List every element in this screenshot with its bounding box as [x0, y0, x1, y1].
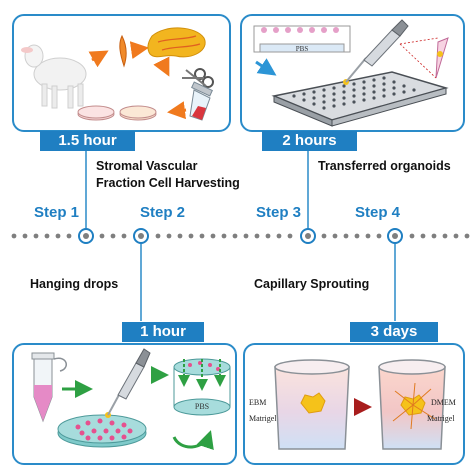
pbs-dish-label: PBS: [195, 402, 209, 411]
step-node-4: [387, 228, 403, 244]
step-4-label: Step 4: [355, 204, 401, 221]
lamb-icon: [21, 44, 87, 109]
step-2-label: Step 2: [140, 204, 186, 221]
step-3-label: Step 3: [256, 204, 302, 221]
time-tag-3-days: 3 days: [350, 322, 438, 342]
petri-dish-icon: PBS: [173, 358, 231, 416]
time-tag-2-hours: 2 hours: [262, 131, 357, 151]
hanging-drops-illustration: PBS: [31, 348, 231, 451]
step-node-3: [300, 228, 316, 244]
caption-transferred-organoids: Transferred organoids: [318, 159, 451, 173]
petri-dish-icon: [77, 105, 157, 121]
well-plate-icon: [271, 71, 449, 127]
pbs-well-label: PBS: [296, 45, 309, 53]
label-dmem: DMEM: [431, 398, 456, 407]
panel-transferred-organoids: PBS: [240, 14, 465, 132]
flip-arrow: [172, 430, 214, 451]
pipette-icon: [107, 348, 151, 416]
fat-pad-icon: [147, 27, 206, 58]
time-tag-1-hour: 1 hour: [122, 322, 204, 342]
panel-hanging-drops: PBS: [12, 343, 237, 465]
tissue-strip-icon: [119, 34, 127, 68]
step-node-1: [78, 228, 94, 244]
time-tag-1-5-hour: 1.5 hour: [40, 131, 135, 151]
centrifuge-tube-icon: [31, 352, 67, 423]
caption-cell-harvesting: Stromal Vascular Fraction Cell Harvestin…: [96, 159, 240, 190]
pipette-icon: [345, 19, 409, 83]
scissors-icon: [182, 68, 214, 88]
label-matrigel-right: Matrigel: [427, 414, 455, 423]
beaker-dmem: [378, 359, 446, 450]
petri-dish-icon: [57, 412, 147, 448]
centrifuge-tube-icon: [189, 81, 213, 121]
organoid-icon: [300, 392, 326, 414]
pipette-tip-icon: [399, 37, 449, 79]
organoid-transfer-illustration: PBS: [253, 19, 449, 127]
label-ebm: EBM: [249, 398, 266, 407]
label-matrigel-left: Matrigel: [249, 414, 277, 423]
panel-capillary-sprouting: EBM Matrigel DMEM Matrigel: [243, 343, 465, 465]
caption-hanging-drops: Hanging drops: [30, 277, 119, 291]
beaker-ebm: [274, 359, 350, 450]
harvest-illustration: [21, 27, 214, 121]
sprouting-illustration: EBM Matrigel DMEM Matrigel: [249, 359, 456, 450]
step-1-label: Step 1: [34, 204, 80, 221]
caption-capillary-sprouting: Capillary Sprouting: [254, 277, 370, 291]
panel-cell-harvesting: [12, 14, 231, 132]
step-node-2: [133, 228, 149, 244]
